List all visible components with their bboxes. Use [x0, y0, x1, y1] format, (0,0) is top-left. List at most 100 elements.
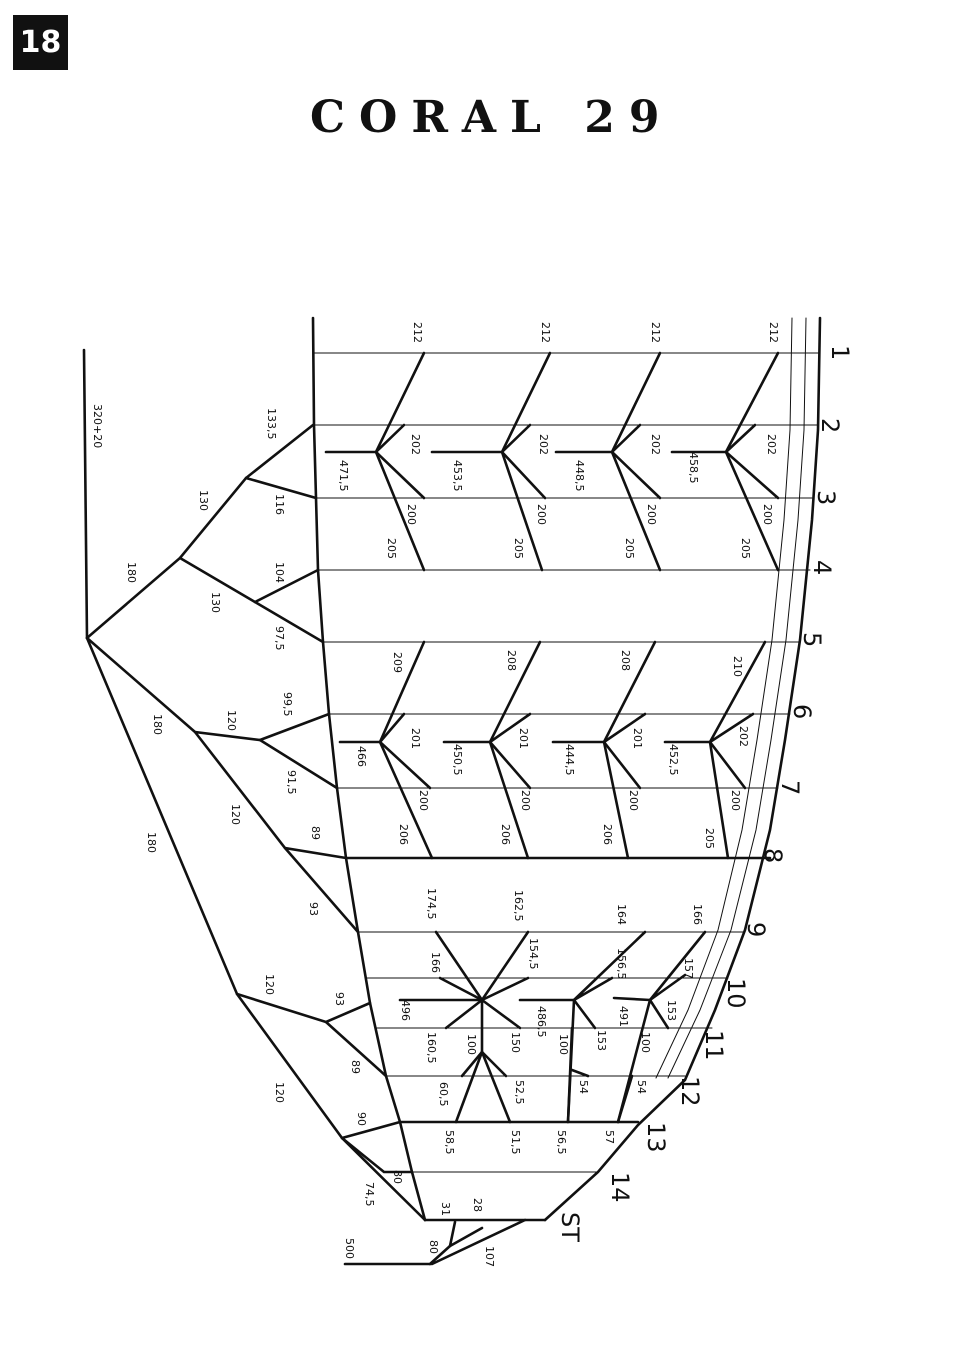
measurement-label: 201	[517, 728, 530, 749]
panel-number-label: ST	[556, 1212, 584, 1242]
measurement-label: 80	[427, 1240, 440, 1254]
measurement-label: 57	[603, 1130, 616, 1144]
measurement-label: 90	[355, 1112, 368, 1126]
measurement-label: 104	[273, 562, 286, 583]
measurement-label: 156,5	[615, 948, 628, 980]
measurement-label: 93	[307, 902, 320, 916]
measurement-label: 210	[731, 656, 744, 677]
measurement-label: 205	[739, 538, 752, 559]
cascade-line	[610, 450, 662, 572]
measurement-label: 116	[273, 494, 286, 515]
measurement-label: 208	[619, 650, 632, 671]
measurement-label: 200	[519, 790, 532, 811]
measurement-label: 500	[343, 1238, 356, 1259]
measurement-label: 320+20	[91, 404, 104, 448]
cascade-line	[648, 998, 670, 1030]
measurement-label: 100	[557, 1034, 570, 1055]
cascade-line	[708, 740, 730, 860]
measurement-label: 56,5	[555, 1130, 568, 1155]
measurement-label: 201	[409, 728, 422, 749]
measurement-label: 491	[617, 1006, 630, 1027]
measurement-label: 166	[691, 904, 704, 925]
measurement-label: 202	[537, 434, 550, 455]
measurement-label: 91,5	[285, 770, 298, 795]
measurement-label: 200	[405, 504, 418, 525]
measurement-label: 180	[125, 562, 138, 583]
measurement-label: 89	[349, 1060, 362, 1074]
measurement-label: 74,5	[363, 1182, 376, 1207]
measurement-label: 212	[411, 322, 424, 343]
measurement-label: 212	[649, 322, 662, 343]
cascade-line	[480, 1050, 508, 1078]
panel-number-label: 3	[812, 490, 840, 505]
cascade-line	[648, 930, 707, 1002]
trailing-edge-line	[311, 316, 427, 1222]
measurement-label: 180	[145, 832, 158, 853]
measurement-label: 157	[682, 958, 695, 979]
measurement-label: 206	[397, 824, 410, 845]
measurement-label: 160,5	[425, 1032, 438, 1064]
cascade-line	[374, 450, 426, 572]
cascade-line	[570, 1068, 590, 1078]
measurement-label: 174,5	[425, 888, 438, 920]
cascade-line	[480, 998, 522, 1030]
measurement-label: 453,5	[451, 460, 464, 492]
measurement-label: 164	[615, 904, 628, 925]
measurement-label: 212	[539, 322, 552, 343]
measurement-label: 200	[535, 504, 548, 525]
measurement-label: 120	[273, 1082, 286, 1103]
measurement-label: 466	[355, 746, 368, 767]
stabilo-line	[448, 1226, 484, 1248]
cascade-line	[378, 712, 406, 744]
title-logo: CORAL 29	[310, 92, 674, 143]
brake-line	[178, 556, 320, 604]
brake-line	[324, 1020, 388, 1078]
measurement-label: 120	[229, 804, 242, 825]
measurement-label: 205	[623, 538, 636, 559]
measurement-label: 100	[465, 1034, 478, 1055]
measurement-label: 452,5	[667, 744, 680, 776]
cascade-line	[480, 1050, 512, 1124]
upper-cascades	[324, 351, 780, 572]
cascade-line	[500, 423, 532, 454]
stabilo-line	[448, 1220, 457, 1248]
measurement-label: 180	[151, 714, 164, 735]
cascade-line	[434, 930, 484, 1002]
brake-line	[253, 600, 325, 644]
cascade-line	[572, 998, 597, 1030]
cascade-line	[454, 1050, 484, 1124]
cascade-line	[480, 976, 530, 1002]
measurement-label: 471,5	[337, 460, 350, 492]
measurement-label: 200	[729, 790, 742, 811]
cascade-line	[460, 1050, 484, 1078]
measurement-label: 51,5	[509, 1130, 522, 1155]
measurement-label: 58,5	[443, 1130, 456, 1155]
main-line	[612, 996, 652, 1002]
cascade-line	[488, 740, 530, 860]
measurement-label: 100	[639, 1032, 652, 1053]
panel-number-label: 2	[816, 418, 844, 433]
cascade-line	[724, 450, 780, 572]
brake-line	[85, 636, 372, 1024]
measurement-label: 60,5	[437, 1082, 450, 1107]
panel-number-label: 5	[798, 632, 826, 647]
measurement-label: 205	[512, 538, 525, 559]
measurement-label: 458,5	[687, 452, 700, 484]
measurement-label: 93	[333, 992, 346, 1006]
cascade-line	[708, 712, 755, 744]
measurement-label: 99,5	[281, 692, 294, 717]
middle-cascades	[338, 640, 767, 860]
panel-number-label: 9	[742, 922, 770, 937]
measurements: 2122022002052102022002051661571531005457…	[91, 322, 780, 1267]
measurement-label: 486,5	[535, 1006, 548, 1038]
leading-edge-line	[543, 316, 822, 1222]
measurement-label: 206	[499, 824, 512, 845]
measurement-label: 202	[409, 434, 422, 455]
panel-number-label: 6	[788, 704, 816, 719]
measurement-label: 200	[627, 790, 640, 811]
measurement-label: 89	[309, 826, 322, 840]
cascade-line	[438, 976, 484, 1002]
measurement-label: 200	[761, 504, 774, 525]
